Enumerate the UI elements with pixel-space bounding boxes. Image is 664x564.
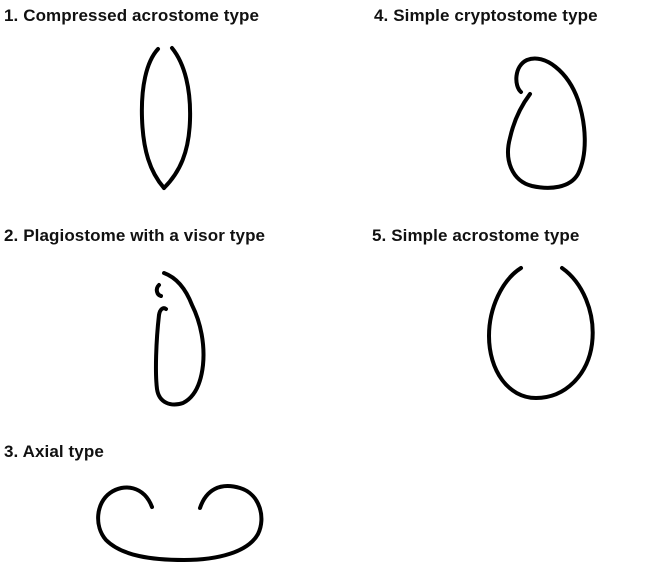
simple-cryptostome-stroke — [508, 59, 585, 188]
label-plagiostome-visor: 2. Plagiostome with a visor type — [4, 226, 265, 246]
simple-acrostome-outline-icon — [478, 258, 608, 408]
label-simple-cryptostome: 4. Simple cryptostome type — [374, 6, 598, 26]
simple-acrostome-stroke — [489, 268, 593, 398]
compressed-acrostome-right-stroke — [164, 48, 190, 188]
compressed-acrostome-outline-icon — [130, 40, 200, 200]
axial-stroke — [98, 486, 261, 560]
label-axial: 3. Axial type — [4, 442, 104, 462]
plagiostome-visor-lip-stroke — [157, 285, 161, 296]
plagiostome-visor-outer-stroke — [156, 273, 204, 404]
simple-cryptostome-outline-icon — [490, 50, 600, 195]
label-compressed-acrostome: 1. Compressed acrostome type — [4, 6, 259, 26]
axial-outline-icon — [88, 476, 273, 564]
plagiostome-visor-outline-icon — [145, 265, 220, 410]
compressed-acrostome-left-stroke — [142, 49, 164, 188]
label-simple-acrostome: 5. Simple acrostome type — [372, 226, 579, 246]
